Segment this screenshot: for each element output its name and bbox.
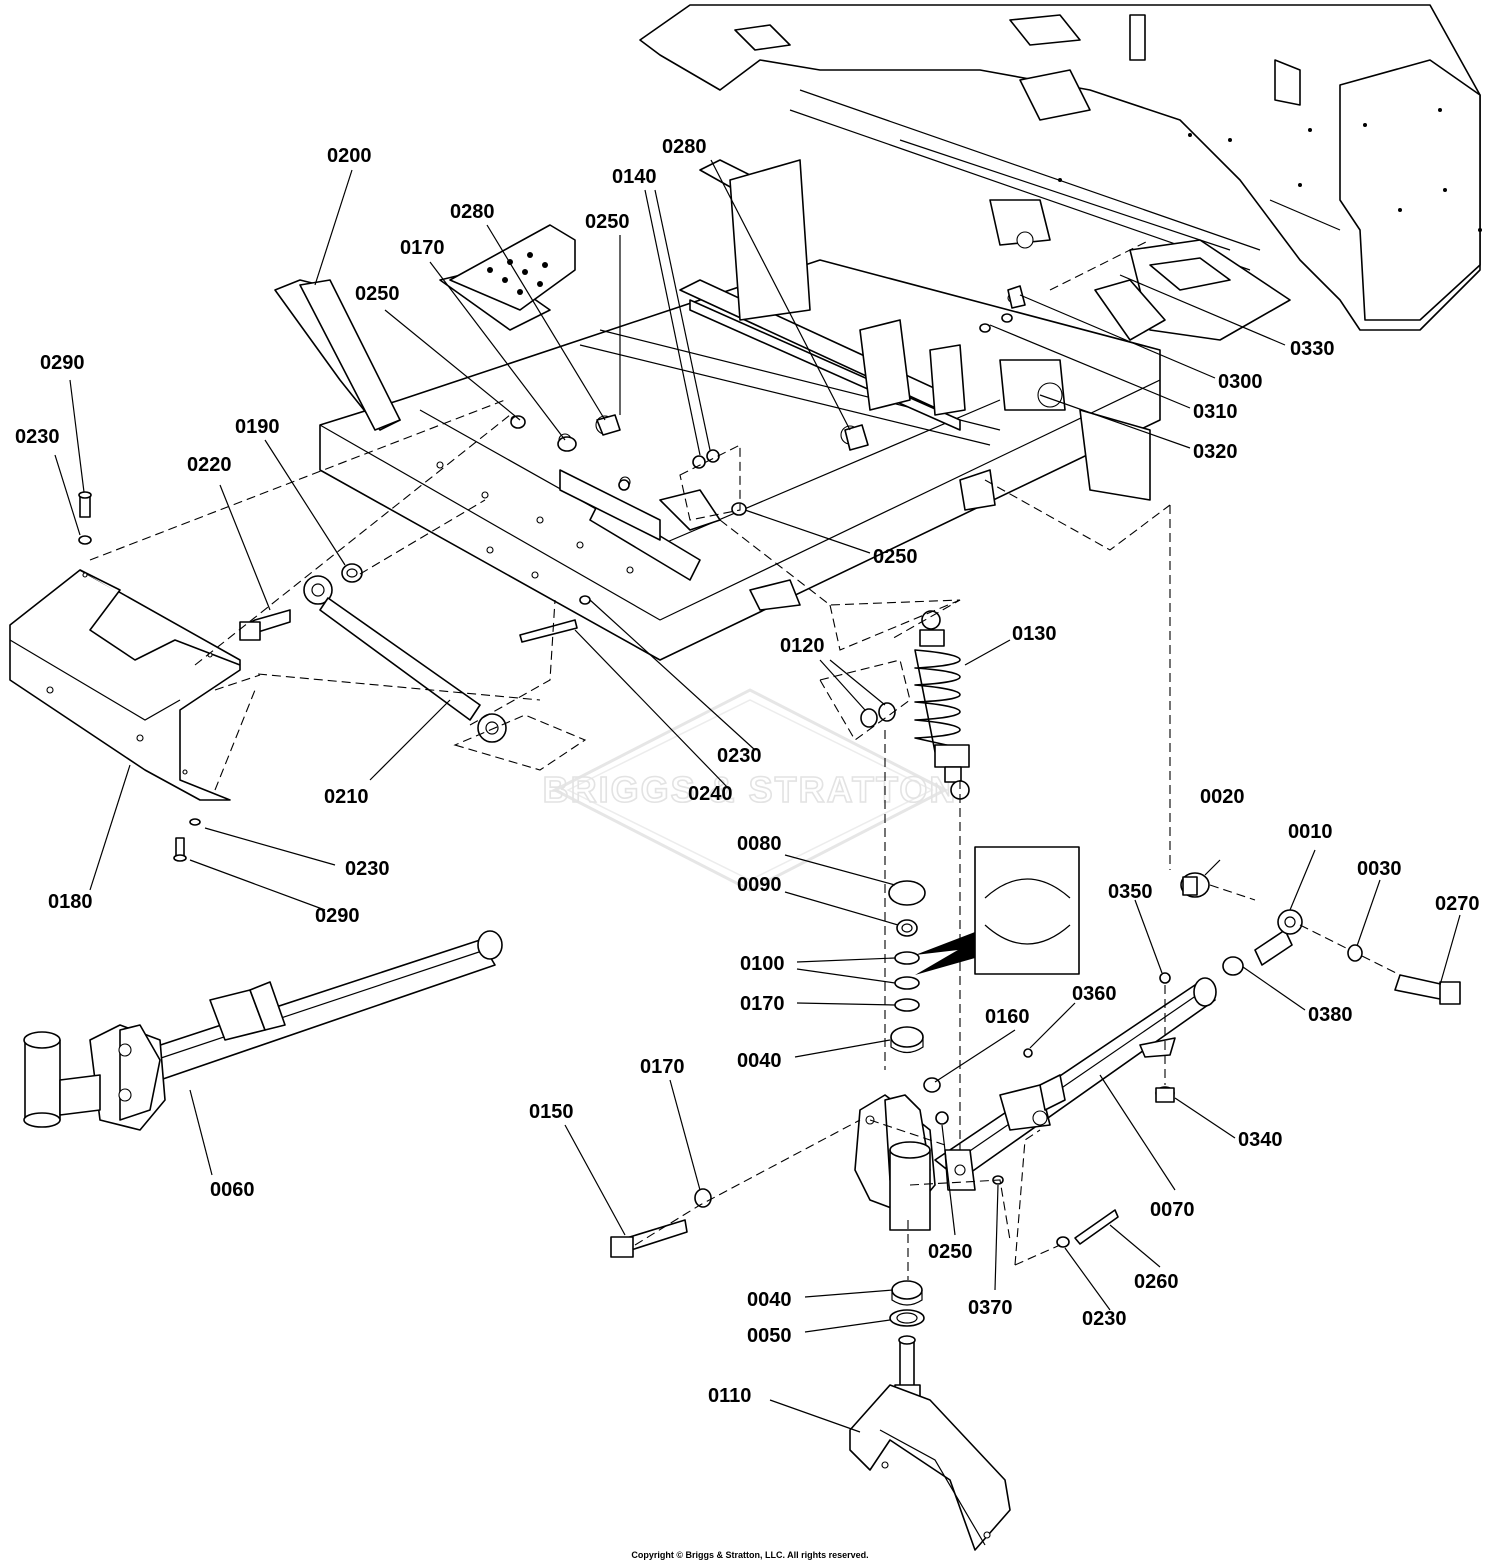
brand-watermark: BRIGGS & STRATTON (542, 688, 958, 892)
callout-0280-left: 0280 (450, 201, 495, 223)
bolt-0290-lower (173, 818, 201, 862)
left-axle-0060 (23, 930, 503, 1131)
callout-0170-upper: 0170 (400, 237, 445, 259)
callout-0160: 0160 (985, 1006, 1030, 1028)
bushing-0190 (341, 563, 363, 583)
callout-0120: 0120 (780, 635, 825, 657)
callout-0230-upper: 0230 (15, 426, 60, 448)
callout-0250-upper: 0250 (585, 211, 630, 233)
callout-0230-lower: 0230 (345, 858, 390, 880)
washers-0120 (860, 702, 896, 728)
copyright-notice: Copyright © Briggs & Stratton, LLC. All … (631, 1550, 868, 1560)
callout-0270: 0270 (1435, 893, 1480, 915)
callout-0130: 0130 (1012, 623, 1057, 645)
front-fork-0110 (849, 1280, 1011, 1551)
callout-leaders (54, 159, 1461, 1433)
callout-0240: 0240 (688, 783, 733, 805)
callout-0080: 0080 (737, 833, 782, 855)
frame-hardware (510, 285, 1026, 643)
callout-0030: 0030 (1357, 858, 1402, 880)
callout-0170-stack: 0170 (740, 993, 785, 1015)
callout-0220: 0220 (187, 454, 232, 476)
alignment-lines (89, 239, 1401, 1280)
tie-rod-0210 (303, 575, 507, 743)
callout-0230-right: 0230 (1082, 1308, 1127, 1330)
right-axle-0070 (854, 977, 1217, 1231)
callout-0330: 0330 (1290, 338, 1335, 360)
callout-0350: 0350 (1108, 881, 1153, 903)
watermark-text: BRIGGS & STRATTON (543, 769, 958, 810)
callout-0070: 0070 (1150, 1199, 1195, 1221)
callout-0100: 0100 (740, 953, 785, 975)
callout-0040-lower: 0040 (747, 1289, 792, 1311)
callout-labels: 0200 0280 0140 0280 0250 0170 0250 0290 … (15, 136, 1480, 1407)
callout-0290-upper: 0290 (40, 352, 85, 374)
callout-0060: 0060 (210, 1179, 255, 1201)
callout-0190: 0190 (235, 416, 280, 438)
callout-0090: 0090 (737, 874, 782, 896)
washer-orientation-inset (915, 846, 1080, 975)
callout-0230-mid: 0230 (717, 745, 762, 767)
callout-0050: 0050 (747, 1325, 792, 1347)
callout-0250-mid: 0250 (873, 546, 918, 568)
bolt-0220 (239, 609, 291, 641)
callout-0320: 0320 (1193, 441, 1238, 463)
callout-0210: 0210 (324, 786, 369, 808)
rear-chassis-frame (639, 4, 1482, 341)
callout-0310: 0310 (1193, 401, 1238, 423)
callout-0260: 0260 (1134, 1271, 1179, 1293)
callout-0280-upper: 0280 (662, 136, 707, 158)
left-front-guard (9, 569, 241, 801)
callout-0170-lower: 0170 (640, 1056, 685, 1078)
callout-0140: 0140 (612, 166, 657, 188)
callout-0180: 0180 (48, 891, 93, 913)
callout-0200: 0200 (327, 145, 372, 167)
callout-0250-lower: 0250 (928, 1241, 973, 1263)
callout-0150: 0150 (529, 1101, 574, 1123)
callout-0250-left: 0250 (355, 283, 400, 305)
callout-0380: 0380 (1308, 1004, 1353, 1026)
bolt-0290-upper (78, 491, 92, 545)
spindle-hardware-stack (888, 880, 926, 1054)
right-side-hardware (610, 872, 1461, 1258)
callout-0290-lower: 0290 (315, 905, 360, 927)
callout-0360: 0360 (1072, 983, 1117, 1005)
front-chassis-frame (274, 159, 1161, 661)
callout-0040-upper: 0040 (737, 1050, 782, 1072)
callout-0020: 0020 (1200, 786, 1245, 808)
callout-0370: 0370 (968, 1297, 1013, 1319)
callout-0340: 0340 (1238, 1129, 1283, 1151)
callout-0300: 0300 (1218, 371, 1263, 393)
shock-absorber-0130 (914, 610, 970, 800)
callout-0010: 0010 (1288, 821, 1333, 843)
callout-0110: 0110 (708, 1385, 751, 1407)
